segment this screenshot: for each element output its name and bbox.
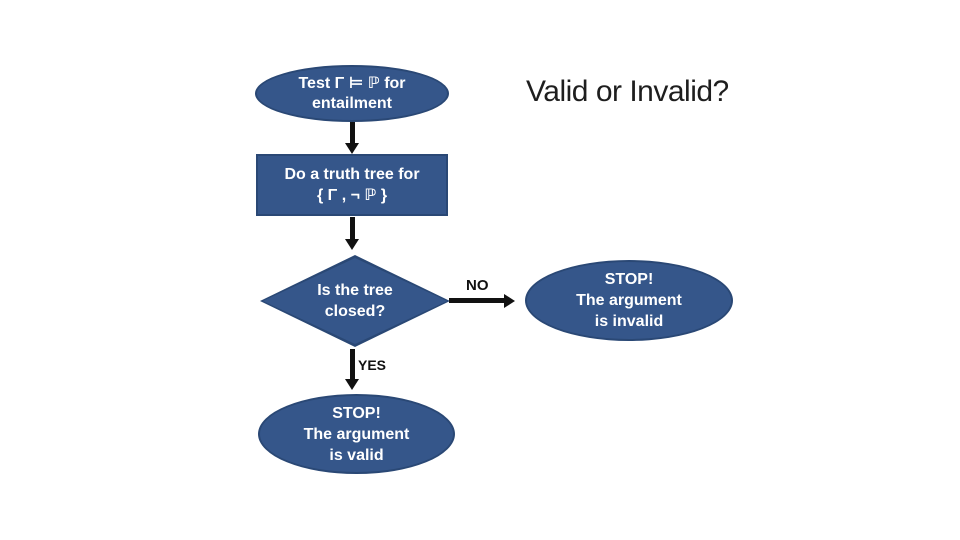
stop-valid-line1: STOP! [332, 404, 381, 422]
stop-valid-line3: is valid [329, 446, 384, 464]
start-ellipse-line1: Test Γ ⊨ ℙ for [298, 74, 406, 92]
flowchart-stop-valid-ellipse: STOP! The argument is valid [258, 394, 455, 474]
slide-title: Valid or Invalid? [526, 75, 729, 108]
process-box-line1: Do a truth tree for [284, 166, 420, 183]
no-branch-label: NO [466, 277, 489, 294]
arrow-yes-branch-head [345, 379, 359, 390]
start-ellipse-line2: entailment [311, 94, 392, 112]
decision-diamond-text: Is the tree closed? [260, 255, 450, 347]
yes-branch-label: YES [358, 357, 387, 373]
decision-line1: Is the tree [317, 282, 393, 299]
stop-valid-line2: The argument [303, 425, 410, 443]
stop-invalid-line2: The argument [576, 292, 682, 309]
arrow-process-to-decision-head [345, 239, 359, 250]
decision-line2: closed? [324, 303, 386, 320]
flowchart-process-box: Do a truth tree for { Γ , ¬ ℙ } [256, 154, 448, 216]
arrow-yes-branch-shaft [350, 349, 355, 380]
flowchart-stop-invalid-ellipse: STOP! The argument is invalid [525, 260, 733, 341]
arrow-start-to-process-shaft [350, 122, 355, 144]
stop-invalid-line3: is invalid [594, 313, 664, 330]
arrow-process-to-decision-shaft [350, 217, 355, 240]
stop-invalid-line1: STOP! [604, 271, 654, 288]
arrow-no-branch-shaft [449, 298, 505, 303]
arrow-start-to-process-head [345, 143, 359, 154]
flowchart-start-ellipse: Test Γ ⊨ ℙ for entailment [255, 65, 449, 122]
arrow-no-branch-head [504, 294, 515, 308]
process-box-line2: { Γ , ¬ ℙ } [316, 187, 388, 204]
